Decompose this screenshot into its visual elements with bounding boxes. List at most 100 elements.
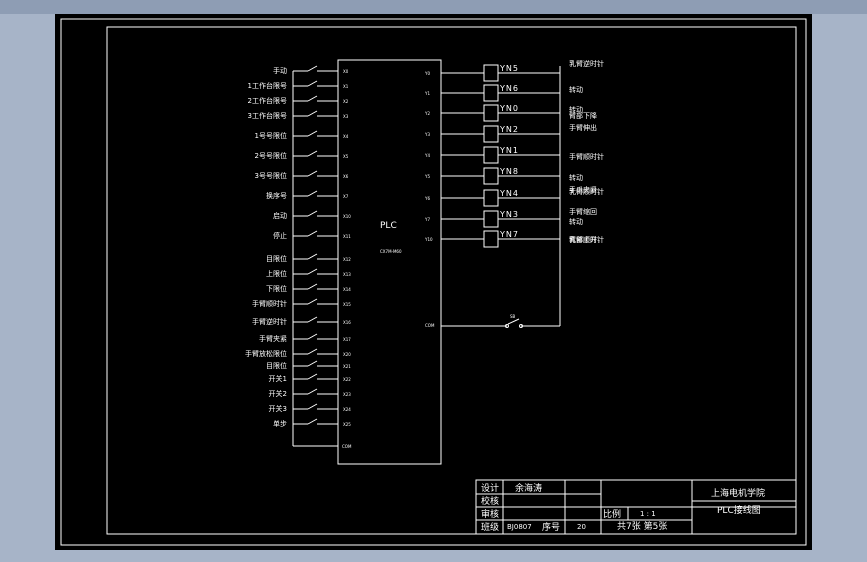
output-address: Y2 <box>424 111 430 116</box>
input-label: 下限位 <box>266 284 287 293</box>
input-label: 手臂放松限位 <box>245 349 287 358</box>
input-label: 目限位 <box>266 361 287 370</box>
input-contact <box>307 130 318 137</box>
input-label: 开关2 <box>269 389 287 398</box>
input-address: X3 <box>343 114 349 119</box>
output-coil <box>483 84 499 102</box>
input-contact <box>307 360 318 367</box>
input-label: 开关3 <box>269 404 287 413</box>
output-desc: 手臂缩回 <box>569 207 597 216</box>
plc-box <box>337 59 442 465</box>
output-desc: 转动 <box>569 105 583 114</box>
input-label: 手臂顺时针 <box>252 299 287 308</box>
input-address: X4 <box>343 134 349 139</box>
tb-check-label: 校核 <box>481 495 499 507</box>
output-coil-label: YN1 <box>499 146 519 155</box>
input-contact <box>307 283 318 290</box>
input-contact <box>307 388 318 395</box>
output-coil-label: YN7 <box>499 230 519 239</box>
input-address: X22 <box>343 377 351 382</box>
output-coil <box>483 167 499 185</box>
switch-terminal-left <box>505 324 509 328</box>
output-desc-extra-2: 乳臂顺时针 <box>569 187 604 196</box>
input-contact <box>307 80 318 87</box>
output-address: Y7 <box>424 217 430 222</box>
switch-blade <box>507 318 520 325</box>
input-address: X16 <box>343 320 351 325</box>
inner-border <box>106 26 797 535</box>
input-contact <box>307 373 318 380</box>
input-address: X13 <box>343 272 351 277</box>
tb-design-label: 设计 <box>481 482 499 494</box>
output-desc: 乳臂顺时针 <box>569 235 604 244</box>
input-label: 手动 <box>273 66 287 75</box>
output-address: Y6 <box>424 196 430 201</box>
output-coil <box>483 64 499 82</box>
input-contact <box>307 333 318 340</box>
output-com-label: COM <box>425 323 435 328</box>
output-coil-label: YN5 <box>499 64 519 73</box>
input-label: 2号号限位 <box>255 151 287 160</box>
input-address: X17 <box>343 337 351 342</box>
output-coil-label: YN3 <box>499 210 519 219</box>
output-coil-label: YN6 <box>499 84 519 93</box>
output-coil <box>483 104 499 122</box>
output-desc: 转动 <box>569 173 583 182</box>
output-desc: 手爪夹紧 <box>569 185 597 194</box>
output-desc-extra-3: 转动 <box>569 217 583 226</box>
input-label: 1号号限位 <box>255 131 287 140</box>
tb-school: 上海电机学院 <box>711 487 765 499</box>
input-contact <box>307 230 318 237</box>
input-contact <box>307 316 318 323</box>
input-com-label: COM <box>342 444 352 449</box>
input-address: X15 <box>343 302 351 307</box>
input-label: 换序号 <box>266 191 287 200</box>
output-coil-label: YN4 <box>499 189 519 198</box>
input-label: 3工作台限号 <box>248 111 287 120</box>
input-label: 1工作台限号 <box>248 81 287 90</box>
input-label: 手臂夹紧 <box>259 334 287 343</box>
tb-class-value: BJ0807 <box>507 523 532 531</box>
input-address: X25 <box>343 422 351 427</box>
tb-seq-value: 20 <box>577 523 586 531</box>
input-address: X7 <box>343 194 349 199</box>
input-contact <box>307 65 318 72</box>
output-address: Y3 <box>424 132 430 137</box>
input-address: X23 <box>343 392 351 397</box>
output-desc: 乳臂逆时针 <box>569 59 604 68</box>
input-contact <box>307 298 318 305</box>
input-label: 停止 <box>273 231 287 240</box>
outer-border <box>60 18 807 546</box>
input-label: 上限位 <box>266 269 287 278</box>
input-label: 手臂逆时针 <box>252 317 287 326</box>
input-label: 启动 <box>273 211 287 220</box>
input-contact <box>307 418 318 425</box>
output-desc: 臂部下降 <box>569 111 597 120</box>
output-coil-label: YN0 <box>499 104 519 113</box>
output-desc: 手臂顺时针 <box>569 152 604 161</box>
input-contact <box>307 170 318 177</box>
input-label: 单步 <box>273 419 287 428</box>
input-address: X1 <box>343 84 349 89</box>
tb-seq-label: 序号 <box>542 521 560 533</box>
input-label: 目限位 <box>266 254 287 263</box>
output-address: Y4 <box>424 153 430 158</box>
plc-model: CX7M-M60 <box>380 249 402 254</box>
input-contact <box>307 268 318 275</box>
output-desc-extra-4: 臂部上升 <box>569 235 597 244</box>
input-address: X10 <box>343 214 351 219</box>
input-address: X5 <box>343 154 349 159</box>
tb-class-label: 班级 <box>481 521 499 533</box>
tb-review-label: 审核 <box>481 508 499 520</box>
input-address: X0 <box>343 69 349 74</box>
output-coil <box>483 210 499 228</box>
output-address: Y1 <box>424 91 430 96</box>
input-address: X12 <box>343 257 351 262</box>
window-top-strip <box>0 0 867 14</box>
output-address: Y5 <box>424 174 430 179</box>
title-block <box>475 479 797 535</box>
tb-drawing-name: PLC接线图 <box>717 504 761 516</box>
